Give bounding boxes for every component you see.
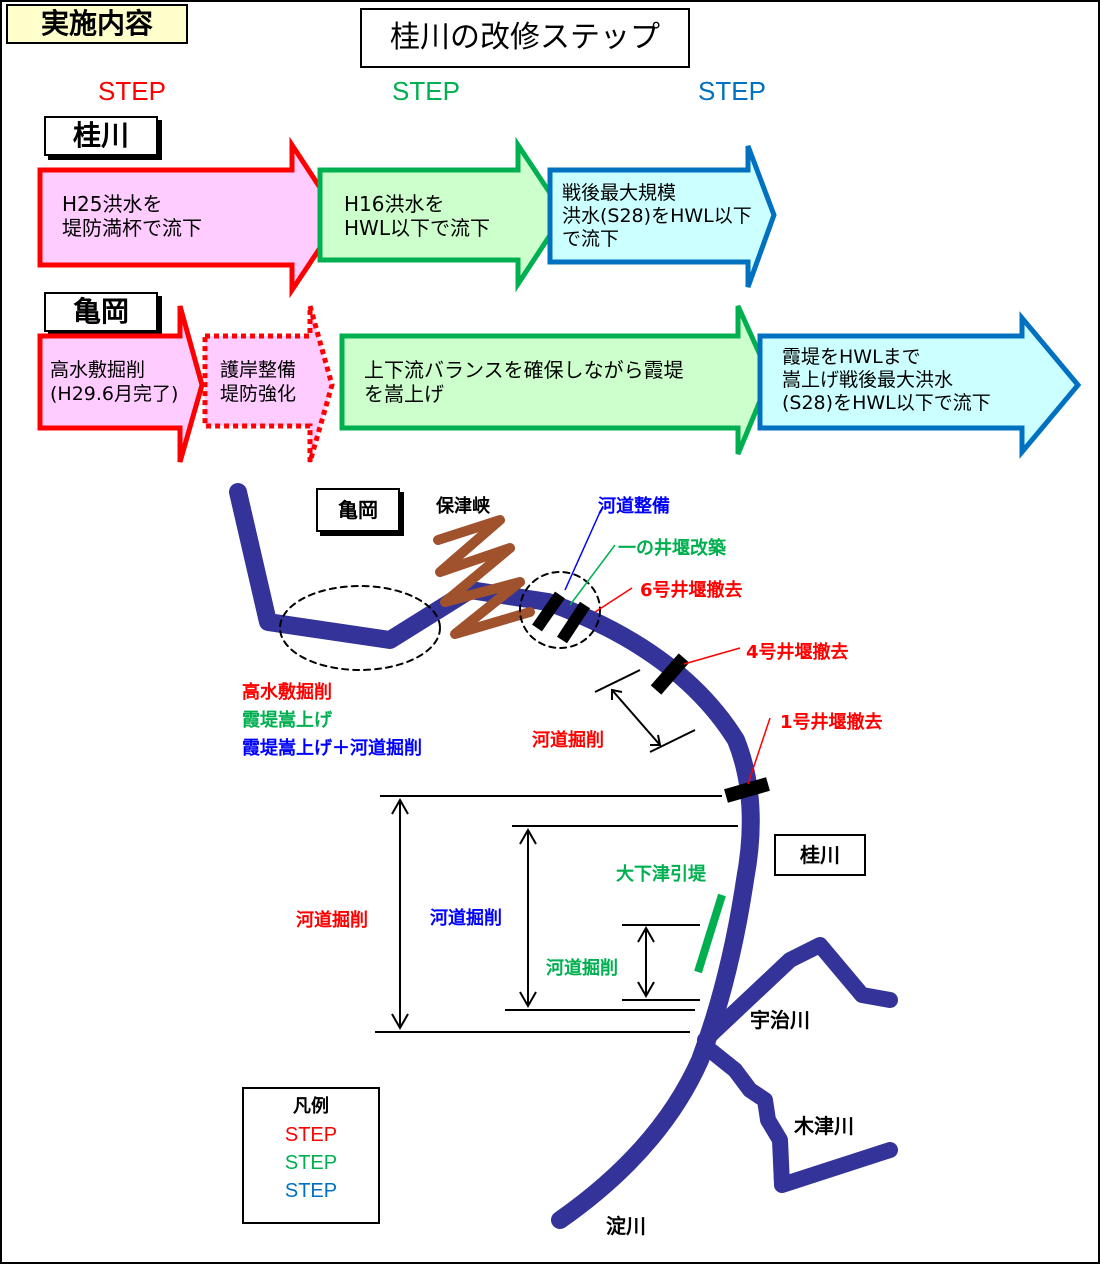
step-header-2: STEP (392, 76, 460, 106)
legend-item-1: STEP (284, 1124, 338, 1146)
katsura-box: 桂川 (774, 834, 866, 876)
weir-1 (724, 777, 770, 803)
weir4-label: 4号井堰撤去 (746, 642, 849, 663)
katsura-step2-arrow (317, 136, 567, 293)
katsura-step3-text: 戦後最大規模洪水(S28)をHWL以下で流下 (562, 182, 752, 250)
row-label-kameoka: 亀岡 (44, 292, 158, 332)
kutsu-left-label: 河道掘削 (296, 910, 368, 931)
kutsu-inner-label: 河道掘削 (546, 958, 618, 979)
kizu-label: 木津川 (794, 1114, 854, 1138)
weir-area-ellipse (519, 571, 601, 649)
katsura-step3-arrow (547, 145, 777, 288)
hozukyo-label: 保津峡 (436, 496, 490, 517)
hozukyo-gorge (433, 515, 535, 639)
uji-label: 宇治川 (750, 1008, 810, 1032)
step-header-1: STEP (98, 76, 166, 106)
ichinoi-label: 一の井堰改築 (618, 538, 726, 559)
step-arrows (37, 136, 1082, 463)
note-excavation: 高水敷掘削 (242, 682, 332, 703)
kizu-river (702, 1042, 898, 1193)
step-header-3: STEP (698, 76, 766, 106)
weir-6 (556, 601, 591, 644)
weir-4 (650, 653, 690, 695)
note-kasumi: 霞堤嵩上げ (242, 710, 332, 731)
kutsu-mid-label: 河道掘削 (532, 730, 604, 751)
katsura-step1-arrow (37, 136, 343, 299)
weir-ichinoi (532, 591, 565, 632)
kameoka-step2-text: 上下流バランスを確保しながら霞堤を嵩上げ (364, 358, 684, 406)
kameoka-step1b-text: 護岸整備堤防強化 (220, 359, 297, 405)
katsura-step1-text: H25洪水を堤防満杯で流下 (62, 192, 202, 240)
excavation-area-ellipse (279, 585, 441, 671)
legend-title: 凡例 (293, 1096, 329, 1117)
uji-river (697, 937, 898, 1048)
kameoka-box: 亀岡 (316, 488, 400, 532)
legend-item-2: STEP (284, 1152, 338, 1174)
legend-item-3: STEP (284, 1180, 338, 1202)
kameoka-step1-arrow (37, 305, 205, 463)
kutsu-center-label: 河道掘削 (430, 908, 502, 929)
kameoka-step2-arrow (339, 304, 773, 455)
section-tag: 実施内容 (6, 4, 188, 44)
ooshimozu-label: 大下津引堤 (616, 864, 706, 885)
kameoka-step3-text: 霞堤をHWLまで嵩上げ戦後最大洪水(S28)をHWL以下で流下 (782, 346, 991, 414)
legend: 凡例 STEP STEP STEP (242, 1087, 380, 1224)
page-title: 桂川の改修ステップ (360, 8, 690, 68)
weir1-label: 1号井堰撤去 (780, 712, 883, 733)
kameoka-step3-arrow (757, 311, 1082, 459)
ooshimozu-levee (694, 893, 726, 974)
row-label-katsura: 桂川 (44, 116, 158, 156)
weir6-label: 6号井堰撤去 (640, 580, 743, 601)
yodo-label: 淀川 (606, 1214, 646, 1238)
note-kasumi-kutsu: 霞堤嵩上げ＋河道掘削 (242, 738, 422, 759)
kameoka-step1b-arrow (202, 305, 335, 463)
katsura-river (229, 483, 760, 1229)
kameoka-step1-text: 高水敷掘削(H29.6月完了) (50, 359, 179, 405)
kadou-seibi-label: 河道整備 (598, 496, 670, 517)
